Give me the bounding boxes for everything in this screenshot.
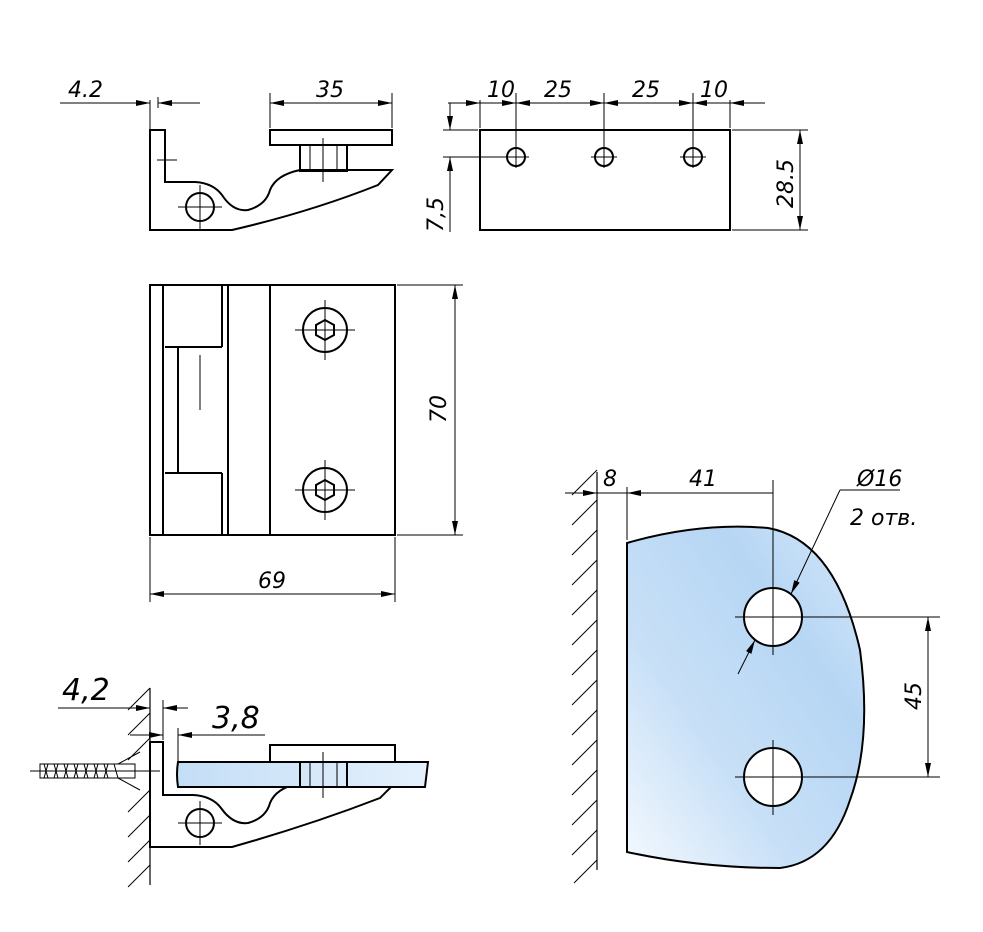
- dim-front-edge-left: 10: [487, 78, 515, 103]
- dim-glass-hole-diameter: Ø16: [856, 467, 902, 492]
- front-view-hole-3: [680, 93, 706, 168]
- front-view: 10 25 25 10 7,5 28.5: [424, 78, 808, 232]
- installed-view: 4,2 3,8: [30, 673, 430, 888]
- side-view-clamp-plate: [269, 129, 393, 146]
- dim-front-hole-height: 7,5: [424, 197, 449, 232]
- plan-view-outline: [149, 284, 396, 536]
- dim-front-edge-right: 10: [700, 78, 728, 103]
- dim-front-pitch-2: 25: [632, 78, 660, 103]
- side-view: 4.2 35: [60, 78, 395, 231]
- dim-glass-hole-spacing: 45: [902, 682, 927, 710]
- glass-panel-section: [176, 761, 430, 788]
- plan-view-screw-1: [295, 300, 355, 360]
- dim-plan-height: 70: [427, 395, 452, 423]
- glass-view: Ø16 2 отв. 8 41 45: [565, 467, 940, 884]
- dim-glass-hole-count: 2 отв.: [850, 506, 917, 531]
- dim-glass-wall-gap: 8: [603, 467, 617, 492]
- glass-panel: [626, 525, 866, 870]
- front-view-hole-2: [591, 93, 617, 168]
- wall-anchor: [30, 751, 160, 791]
- dim-side-gap: 4.2: [68, 78, 103, 103]
- dim-install-gap: 4,2: [62, 673, 110, 708]
- plan-view: 70 69: [149, 284, 463, 602]
- installed-body: [149, 741, 398, 848]
- wall-hatching: [571, 469, 598, 884]
- dim-front-height: 28.5: [774, 159, 799, 208]
- installed-clamp-plate: [269, 744, 396, 763]
- front-view-hole-1: [503, 93, 529, 168]
- dim-install-offset: 3,8: [212, 701, 260, 736]
- dim-side-clamp-width: 35: [316, 78, 344, 103]
- front-view-plate: [479, 129, 731, 231]
- dim-glass-hole-offset: 41: [689, 467, 717, 492]
- dim-plan-width: 69: [258, 569, 286, 594]
- dim-front-pitch-1: 25: [544, 78, 572, 103]
- plan-view-screw-2: [295, 460, 355, 520]
- side-view-body: [149, 129, 395, 231]
- glass-hole-2: [735, 740, 940, 815]
- glass-hole-1: [735, 480, 940, 655]
